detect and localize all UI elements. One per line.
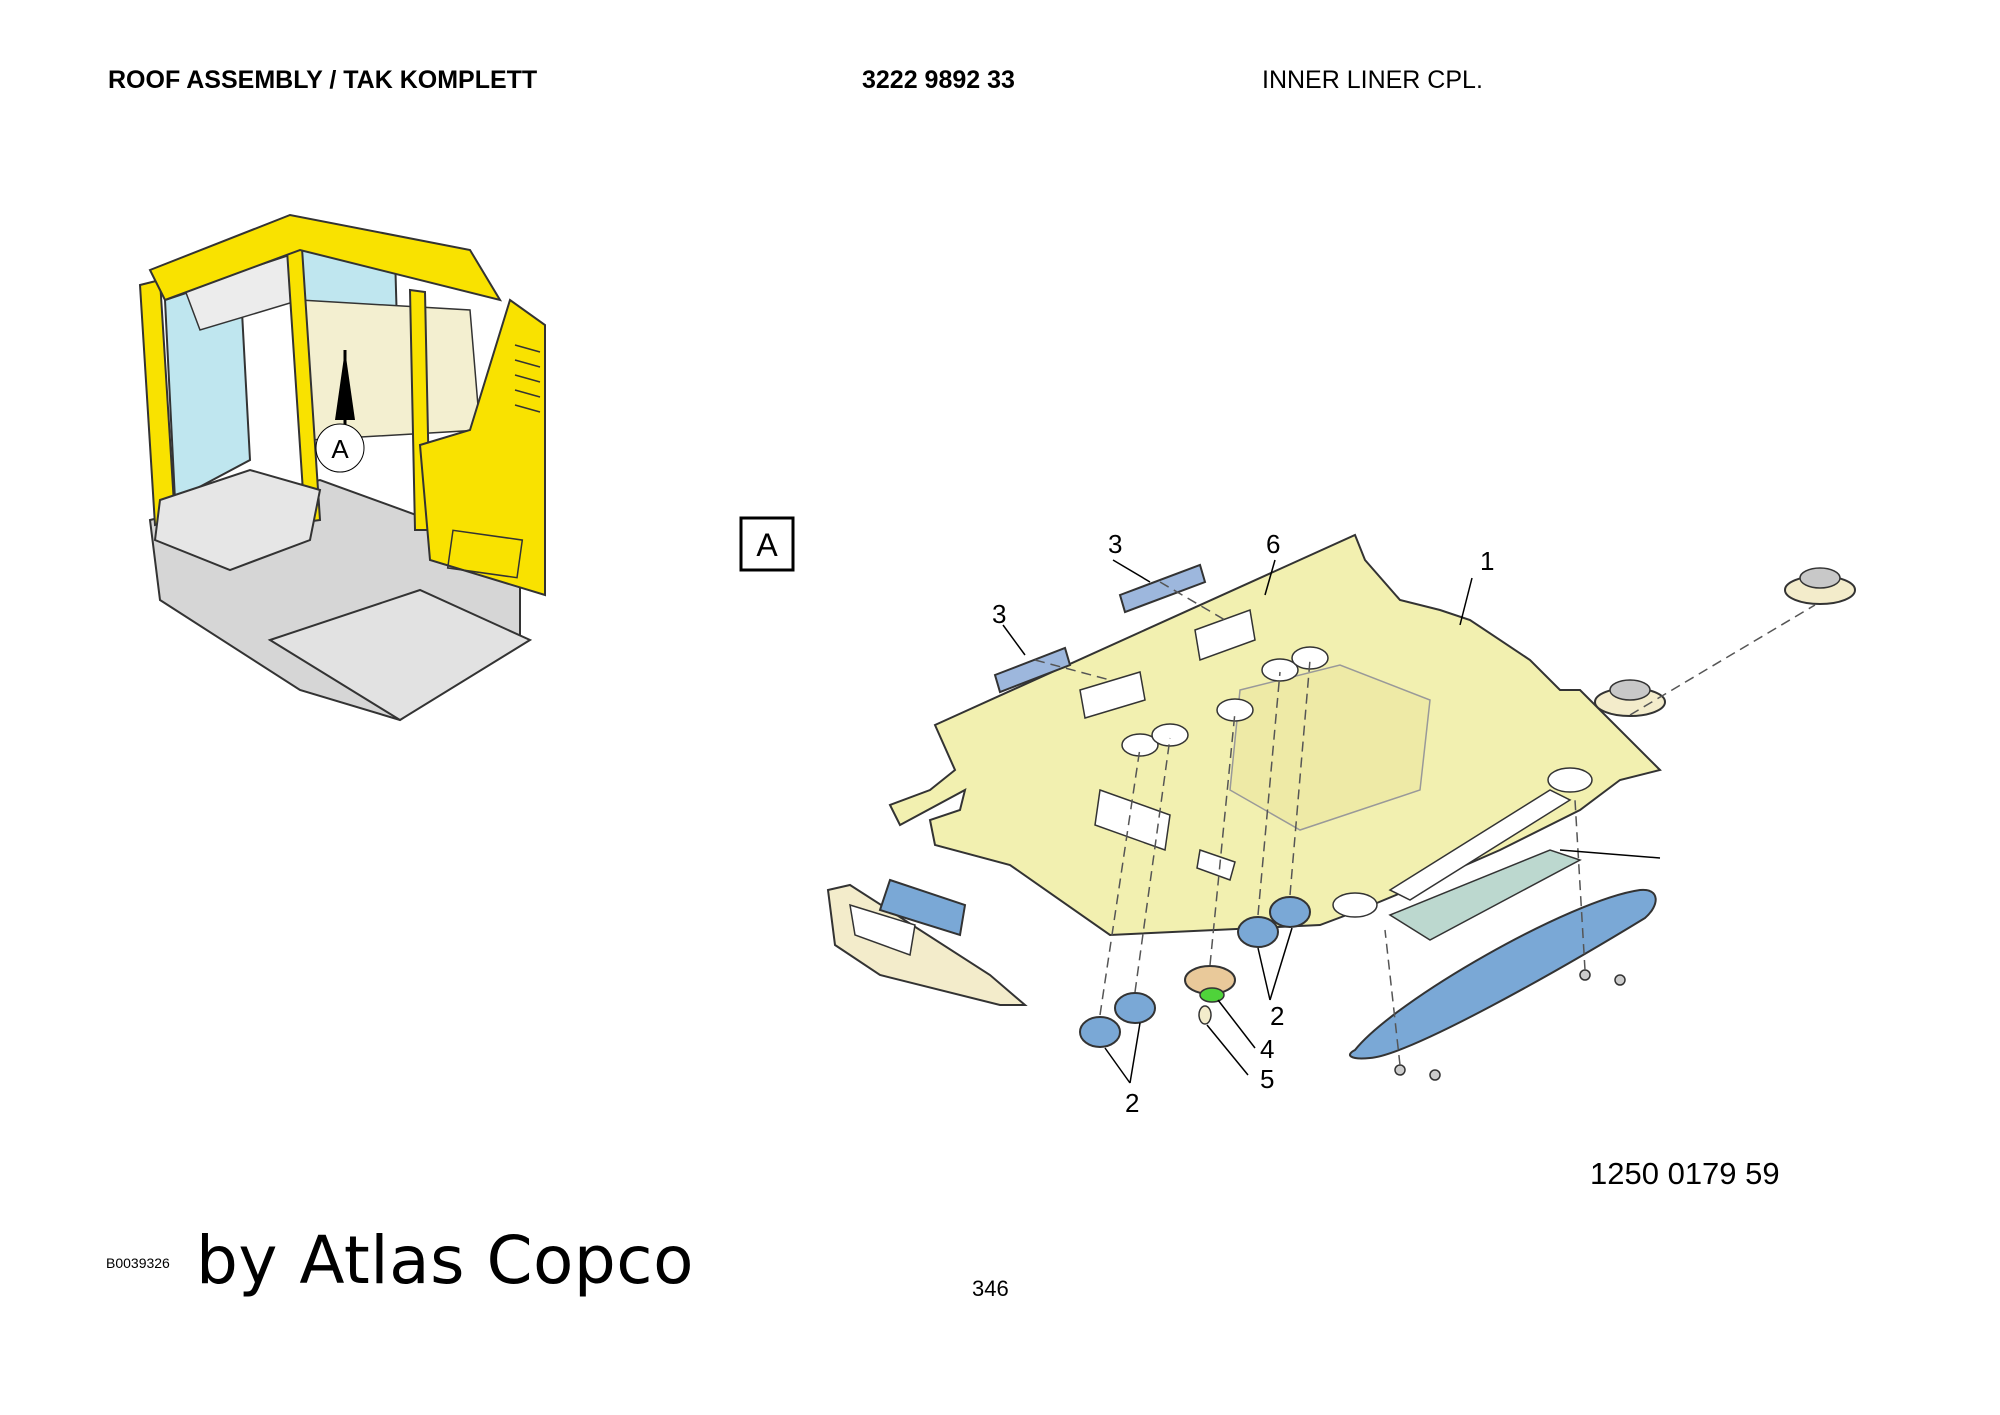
- brand-watermark: by Atlas Copco: [196, 1222, 694, 1299]
- part-number: 3222 9892 33: [862, 66, 1015, 94]
- callout-6: 6: [1266, 529, 1280, 559]
- page-number: 346: [972, 1276, 1009, 1301]
- cab-illustration: A: [138, 213, 546, 722]
- detail-view-box: [739, 516, 795, 572]
- callout-3-top: 3: [1108, 529, 1122, 559]
- callout-1: 1: [1480, 546, 1494, 576]
- detail-view-label: A: [756, 527, 778, 563]
- callout-5: 5: [1260, 1064, 1274, 1094]
- reference-number: 1250 0179 59: [1590, 1156, 1780, 1191]
- part-description: INNER LINER CPL.: [1262, 66, 1483, 94]
- cab-view-label: A: [331, 434, 349, 464]
- inner-liner-illustration: 1 2 2 3 3 4 5 6: [826, 529, 1856, 1118]
- page-title: ROOF ASSEMBLY / TAK KOMPLETT: [108, 66, 538, 94]
- callout-2-left: 2: [1125, 1088, 1139, 1118]
- callout-2-right: 2: [1270, 1001, 1284, 1031]
- drawing-code: B0039326: [106, 1255, 170, 1271]
- callout-3-left: 3: [992, 599, 1006, 629]
- callout-4: 4: [1260, 1034, 1274, 1064]
